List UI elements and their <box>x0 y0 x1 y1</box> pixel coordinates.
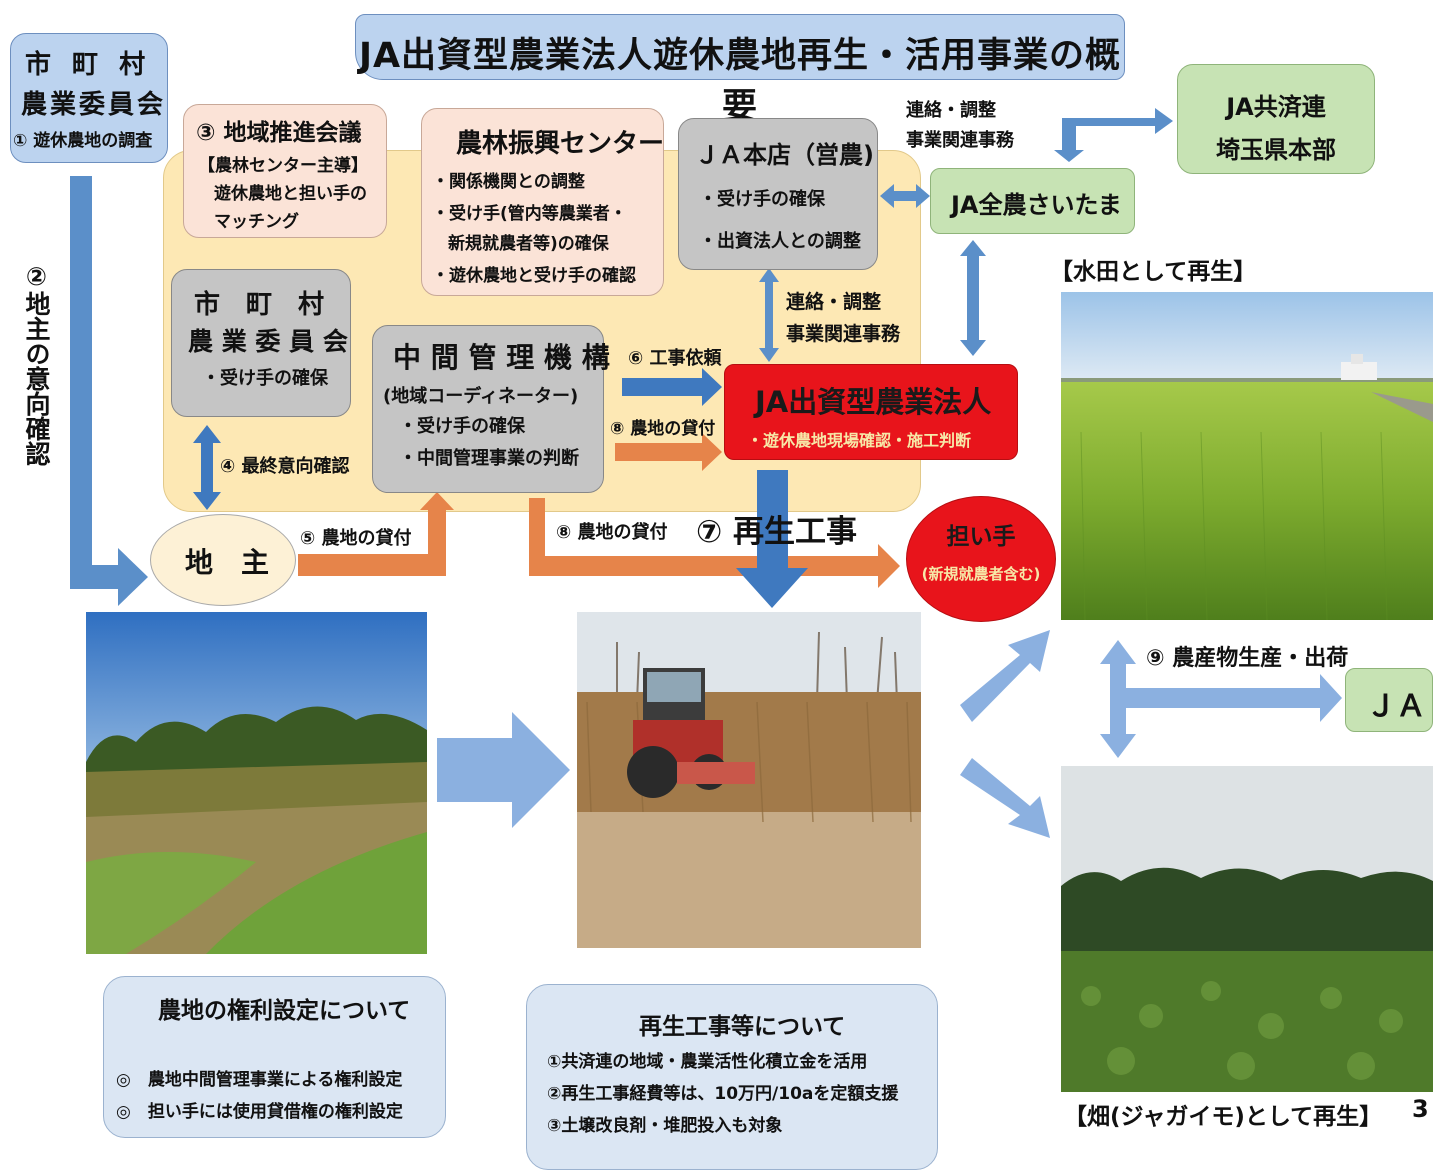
farmland-bank-item2: ・受け手の確保 <box>399 416 525 437</box>
regional-council-box: ③ 地域推進会議 【農林センター主導】 遊休農地と担い手の マッチング <box>183 104 387 238</box>
village-committee-survey-line3: ① 遊休農地の調査 <box>13 131 153 151</box>
reclamation-work-photo <box>577 612 921 948</box>
liaison-mid-label: 連絡・調整 事業関連事務 <box>786 286 900 350</box>
land-rights-note-item1: ◎ 農地中間管理事業による権利設定 <box>116 1070 403 1090</box>
land-rights-note-title: 農地の権利設定について <box>158 998 411 1024</box>
agri-forestry-center-item3: ・遊休農地と受け手の確認 <box>432 266 636 286</box>
agri-forestry-center-title: 農林振興センター <box>456 129 665 159</box>
ja-head-office-box: ＪＡ本店（営農) ・受け手の確保 ・出資法人との調整 <box>678 118 878 270</box>
agri-forestry-center-item2b: 新規就農者等)の確保 <box>448 234 609 254</box>
village-committee-survey-line2: 農業委員会 <box>21 90 167 120</box>
ja-head-office-item1: ・受け手の確保 <box>699 189 825 210</box>
reclamation-note-item3: ③土壌改良剤・堆肥投入も対象 <box>547 1116 783 1136</box>
village-committee-survey-box: 市 町 村 農業委員会 ① 遊休農地の調査 <box>10 33 168 163</box>
ikou-label: ②地主の意向確認 <box>22 262 51 466</box>
kouji7-label: ⑦ 再生工事 <box>696 514 858 550</box>
honten-zennoh-arrow <box>880 184 930 208</box>
to-rice-arrow <box>960 630 1050 722</box>
ja-corporation-box: JA出資型農業法人 ・遊休農地現場確認・施工判断 <box>724 364 1018 460</box>
ja-head-office-title: ＪＡ本店（営農) <box>695 141 874 169</box>
irai6-label: ⑥ 工事依頼 <box>628 348 722 369</box>
landowner-ellipse: 地 主 <box>150 514 296 606</box>
reclamation-note: 再生工事等について ①共済連の地域・農業活性化積立金を活用 ②再生工事経費等は、… <box>526 984 938 1170</box>
liaison-mid-line1: 連絡・調整 <box>786 291 882 313</box>
kashitsuke8a-arrow <box>615 433 722 471</box>
seisan9-arrow <box>1100 640 1342 758</box>
farmland-bank-title: 中 間 管 理 機 構 <box>393 341 610 374</box>
page-number: 3 <box>1412 1095 1429 1123</box>
seisan9-label: ⑨ 農産物生産・出荷 <box>1146 646 1349 671</box>
ja-kyosairen-box: JA共済連 埼玉県本部 <box>1177 64 1375 174</box>
saishu-arrow <box>193 425 221 510</box>
village-committee-mid-box: 市 町 村 農 業 委 員 会 ・受け手の確保 <box>171 269 351 417</box>
kashitsuke8a-label: ⑧ 農地の貸付 <box>610 419 716 439</box>
ja-zennoh-label: JA全農さいたま <box>951 191 1122 219</box>
successor-farmer-line1: 担い手 <box>946 524 1016 550</box>
village-committee-survey-line1: 市 町 村 <box>25 50 152 80</box>
landowner-label: 地 主 <box>185 546 270 579</box>
kashitsuke5-label: ⑤ 農地の貸付 <box>300 528 412 549</box>
village-committee-mid-line1: 市 町 村 <box>194 290 325 320</box>
kouji7-arrow <box>736 470 808 608</box>
regional-council-title: ③ 地域推進会議 <box>196 120 362 146</box>
irai6-arrow <box>622 368 722 406</box>
rice-field-caption: 【水田として再生】 <box>1050 259 1257 285</box>
reclamation-note-item2: ②再生工事経費等は、10万円/10aを定額支援 <box>547 1084 899 1104</box>
liaison-top-line2: 事業関連事務 <box>906 130 1014 151</box>
land-rights-note: 農地の権利設定について ◎ 農地中間管理事業による権利設定 ◎ 担い手には使用貸… <box>103 976 446 1138</box>
farmland-bank-item1: (地域コーディネーター) <box>383 386 579 407</box>
agri-forestry-center-box: 農林振興センター ・関係機関との調整 ・受け手(管内等農業者・ 新規就農者等)の… <box>421 108 664 296</box>
village-committee-mid-line2: 農 業 委 員 会 <box>188 327 348 356</box>
ja-shipping-label: ＪＡ <box>1366 689 1426 724</box>
reclamation-note-title: 再生工事等について <box>639 1014 846 1040</box>
ja-kyosairen-line1: JA共済連 <box>1226 93 1326 121</box>
potato-field-caption: 【畑(ジャガイモ)として再生】 <box>1064 1104 1383 1130</box>
ikou-arrow <box>70 176 148 606</box>
agri-forestry-center-item1: ・関係機関との調整 <box>432 172 585 192</box>
ja-zennoh-box: JA全農さいたま <box>930 168 1135 234</box>
ja-corporation-title: JA出資型農業法人 <box>755 385 992 419</box>
ja-kyosairen-line2: 埼玉県本部 <box>1216 136 1336 164</box>
liaison-top-line1: 連絡・調整 <box>906 100 996 121</box>
liaison-mid-line2: 事業関連事務 <box>786 323 901 345</box>
liaison-top-label: 連絡・調整 事業関連事務 <box>906 96 1014 156</box>
agri-forestry-center-item2: ・受け手(管内等農業者・ <box>432 204 627 224</box>
photo-flow-arrow <box>437 712 570 828</box>
to-potato-arrow <box>960 758 1050 838</box>
zennoh-kyosairen-arrow <box>1054 108 1173 162</box>
regional-council-lead: 【農林センター主導】 <box>198 156 368 176</box>
ja-head-office-item2: ・出資法人との調整 <box>699 231 861 252</box>
reclamation-note-item1: ①共済連の地域・農業活性化積立金を活用 <box>547 1052 868 1072</box>
farmland-bank-box: 中 間 管 理 機 構 (地域コーディネーター) ・受け手の確保 ・中間管理事業… <box>372 325 610 493</box>
zennoh-houjin-arrow <box>960 240 986 356</box>
potato-field-photo <box>1061 766 1433 1092</box>
kashitsuke8b-label: ⑧ 農地の貸付 <box>556 522 668 543</box>
saishu-label: ④ 最終意向確認 <box>220 456 350 477</box>
farmland-bank-item3: ・中間管理事業の判断 <box>399 448 579 469</box>
successor-farmer-ellipse: 担い手 (新規就農者含む) <box>906 496 1056 622</box>
land-rights-note-item2: ◎ 担い手には使用貸借権の権利設定 <box>116 1102 403 1122</box>
kashitsuke5-arrow <box>298 492 454 576</box>
ja-corporation-sub: ・遊休農地現場確認・施工判断 <box>747 431 972 450</box>
kashitsuke8b-arrow <box>529 498 900 588</box>
honten-houjin-arrow <box>759 268 779 362</box>
regional-council-desc2: マッチング <box>214 212 299 232</box>
rice-paddy-photo <box>1061 292 1433 620</box>
abandoned-farmland-photo <box>86 612 427 954</box>
regional-council-desc1: 遊休農地と担い手の <box>214 184 367 204</box>
village-committee-mid-line3: ・受け手の確保 <box>202 368 328 389</box>
successor-farmer-line2: (新規就農者含む) <box>921 565 1041 583</box>
ja-shipping-box: ＪＡ <box>1345 668 1433 732</box>
